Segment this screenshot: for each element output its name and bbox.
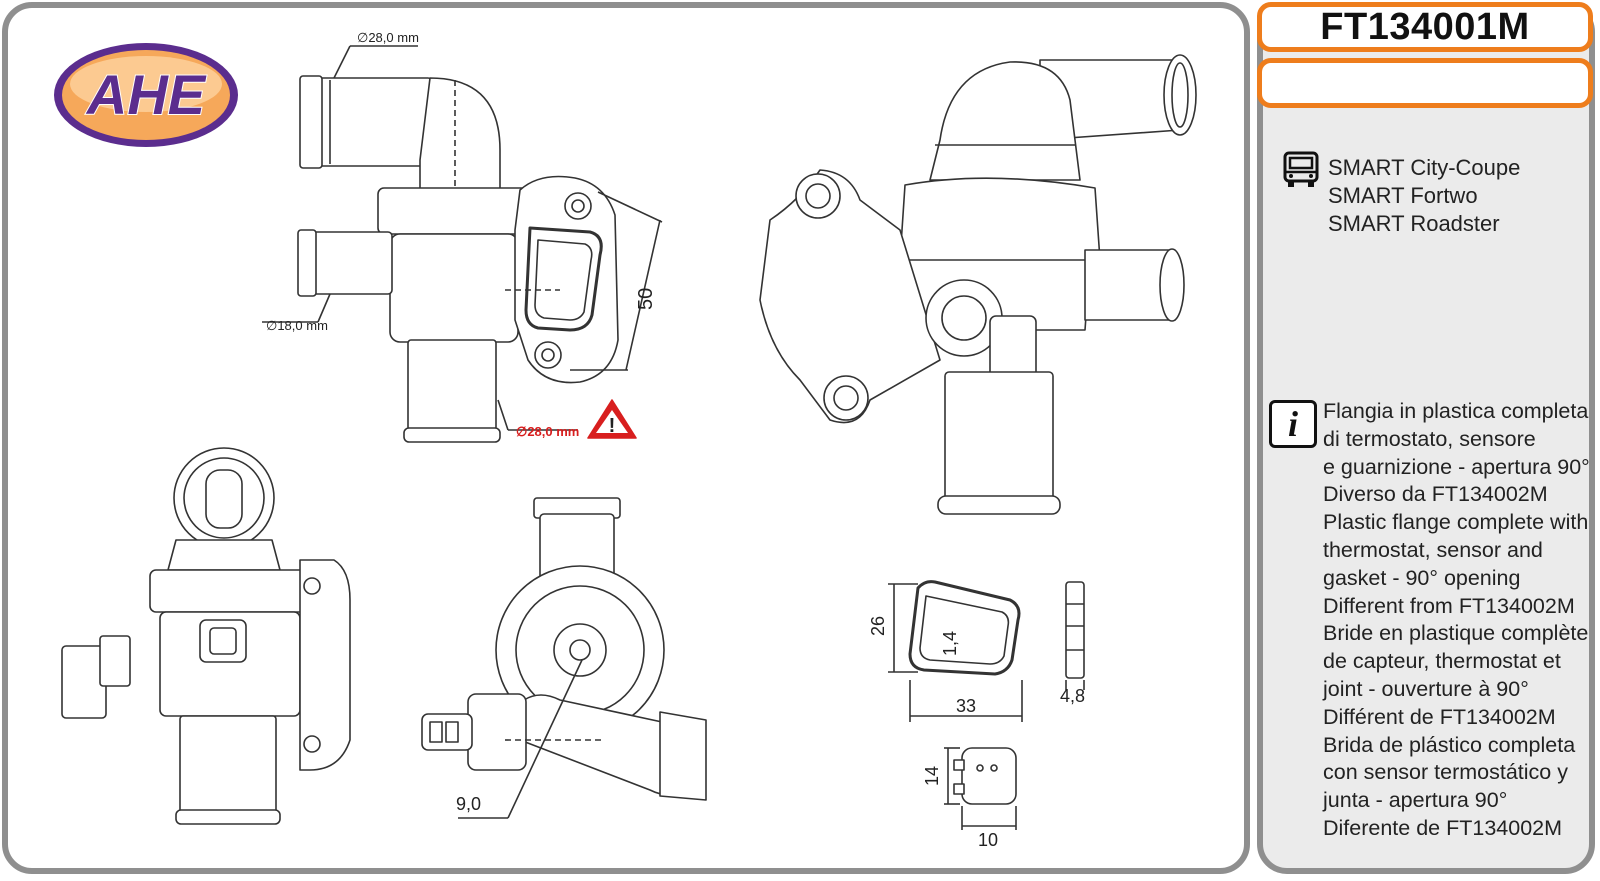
connector-height-label: 14 xyxy=(922,766,942,786)
description-line: e guarnizione - apertura 90° xyxy=(1323,454,1590,479)
connector-detail xyxy=(944,747,1017,830)
gasket-detail xyxy=(888,580,1085,722)
logo-text: AHE xyxy=(85,63,207,126)
gasket-section-label: 1,4 xyxy=(940,631,960,656)
ahe-logo: AHE xyxy=(54,43,238,147)
top-outlet-diameter-label: ∅28,0 mm xyxy=(357,30,419,45)
description-line: joint - ouverture à 90° xyxy=(1323,676,1529,701)
warning-glyph: ! xyxy=(609,415,616,437)
description-line: thermostat, sensor and xyxy=(1323,537,1543,562)
warning-triangle-icon xyxy=(587,399,637,439)
description-line: Diverso da FT134002M xyxy=(1323,482,1548,507)
description-line: junta - apertura 90° xyxy=(1323,788,1508,813)
product-code: FT134001M xyxy=(1320,5,1530,48)
product-subtitle-box xyxy=(1257,58,1593,108)
vehicle-item: SMART City-Coupe xyxy=(1328,155,1521,180)
info-icon: i xyxy=(1269,400,1317,448)
description-line: gasket - 90° opening xyxy=(1323,565,1521,590)
bottom-view-housing xyxy=(421,497,707,819)
side-outlet-diameter-label: ∅18,0 mm xyxy=(266,318,328,333)
description-line: de capteur, thermostat et xyxy=(1323,649,1561,674)
description-line: Plastic flange complete with xyxy=(1323,510,1589,535)
vehicle-list: SMART City-Coupe SMART Fortwo SMART Road… xyxy=(1328,154,1520,238)
vehicle-item: SMART Roadster xyxy=(1328,211,1500,236)
description-line: con sensor termostático y xyxy=(1323,760,1568,785)
perspective-view-housing xyxy=(759,54,1197,515)
gasket-profile-label: 4,8 xyxy=(1060,686,1085,706)
gasket-width-label: 33 xyxy=(956,696,976,716)
description-line: Flangia in plastica completa xyxy=(1323,399,1589,423)
product-code-box: FT134001M xyxy=(1257,2,1593,52)
description-line: Brida de plástico completa xyxy=(1323,732,1576,757)
product-description: Flangia in plastica completa di termosta… xyxy=(1323,398,1590,843)
vehicle-icon xyxy=(1283,151,1319,187)
description-line: Bride en plastique complète xyxy=(1323,621,1589,646)
front-view-housing xyxy=(61,447,351,825)
connector-width-label: 10 xyxy=(978,830,998,850)
info-icon-glyph: i xyxy=(1287,404,1298,444)
bottom-outlet-diameter-label: ∅28,0 mm xyxy=(516,424,579,439)
bracket-offset-label: 9,0 xyxy=(456,794,481,814)
technical-drawing: ∅28,0 mm ∅18,0 mm ∅28,0 mm 50 ! 9,0 26 1… xyxy=(61,30,1197,850)
description-line: Different from FT134002M xyxy=(1323,593,1575,618)
gasket-height-label: 26 xyxy=(868,616,888,636)
side-view-housing xyxy=(262,45,663,443)
description-line: Diferente de FT134002M xyxy=(1323,815,1563,840)
description-line: Différent de FT134002M xyxy=(1323,704,1556,729)
vehicle-item: SMART Fortwo xyxy=(1328,183,1478,208)
description-line: di termostato, sensore xyxy=(1323,426,1536,451)
flange-spacing-label: 50 xyxy=(635,288,657,310)
